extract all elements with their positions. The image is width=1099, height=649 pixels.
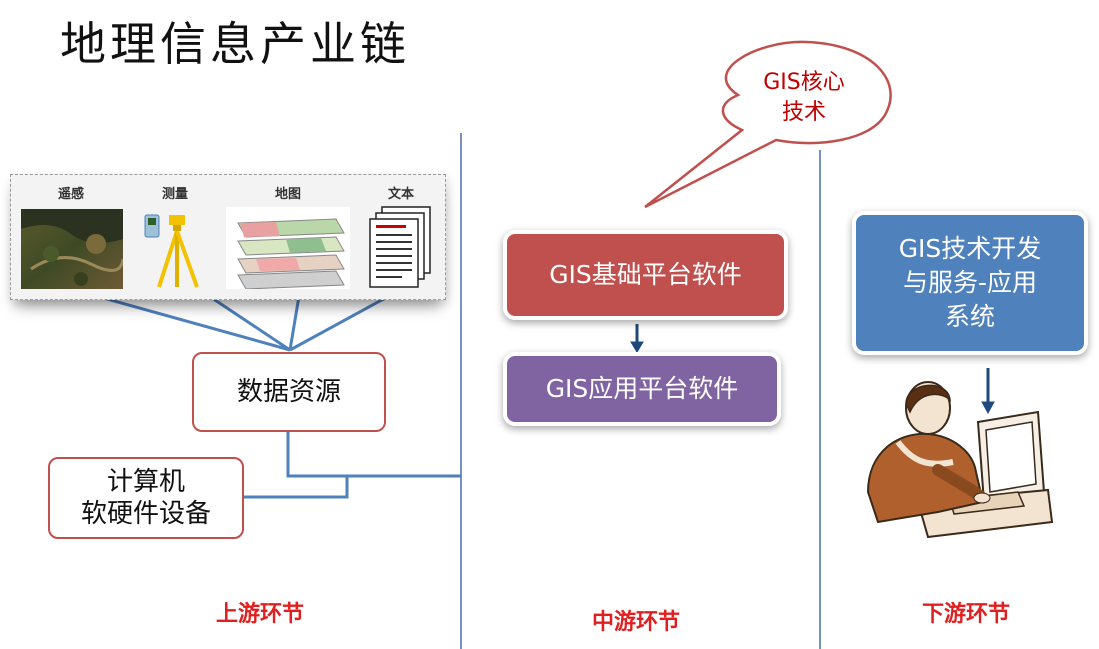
gis-dev-services-box: GIS技术开发 与服务-应用 系统	[852, 211, 1088, 355]
source-label-text: 文本	[387, 187, 415, 202]
arrow-down-icon	[981, 368, 995, 415]
callout-text: GIS核心 技术	[763, 70, 845, 125]
gis-base-platform-box: GIS基础平台软件	[503, 230, 788, 320]
stage-label-downstream: 下游环节	[921, 601, 1011, 627]
gis-app-platform-box: GIS应用平台软件	[503, 352, 781, 426]
arrow-down-icon	[630, 324, 644, 353]
source-connectors	[74, 288, 401, 352]
data-resources-box: 数据资源	[192, 352, 386, 432]
stage-label-upstream: 上游环节	[215, 601, 305, 627]
source-label-remote-sensing: 遥感	[57, 187, 85, 202]
remote-sensing-image	[21, 209, 123, 289]
hardware-box: 计算机 软硬件设备	[48, 457, 244, 539]
text-documents-icon	[369, 206, 431, 288]
page-title: 地理信息产业链	[60, 17, 410, 71]
callout-bubble	[644, 40, 892, 209]
data-resource-connector	[286, 430, 461, 478]
stage-label-midstream: 中游环节	[591, 609, 681, 635]
map-layers-image	[226, 207, 350, 289]
hardware-connector	[241, 476, 349, 499]
data-source-strip: 遥感 测量 地图 文本	[10, 174, 446, 300]
person-at-computer-icon	[866, 381, 1054, 539]
surveying-tripod-icon	[144, 214, 199, 288]
source-label-map: 地图	[274, 187, 302, 202]
source-label-surveying: 测量	[161, 187, 189, 202]
